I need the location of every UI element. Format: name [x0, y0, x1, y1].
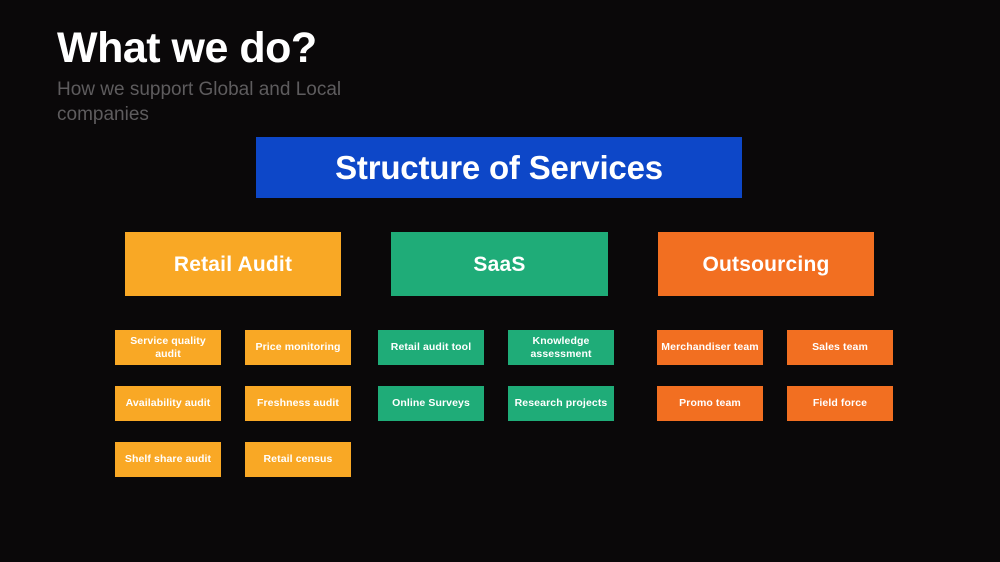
service-item-label: Knowledge assessment	[530, 335, 592, 360]
service-column-saas: SaaS Retail audit tool Knowledge assessm…	[378, 232, 614, 421]
column-items-outsourcing: Merchandiser team Sales team Promo team …	[657, 330, 895, 421]
service-item[interactable]: Promo team	[657, 386, 763, 421]
service-item-label: Service quality audit	[130, 335, 206, 360]
service-item[interactable]: Field force	[787, 386, 893, 421]
service-item-label: Retail census	[263, 453, 333, 466]
service-item[interactable]: Service quality audit	[115, 330, 221, 365]
service-item[interactable]: Shelf share audit	[115, 442, 221, 477]
banner-label: Structure of Services	[335, 149, 663, 186]
column-header-label: SaaS	[473, 252, 526, 276]
service-item[interactable]: Price monitoring	[245, 330, 351, 365]
service-item[interactable]: Sales team	[787, 330, 893, 365]
service-column-outsourcing: Outsourcing Merchandiser team Sales team…	[657, 232, 893, 421]
service-item[interactable]: Research projects	[508, 386, 614, 421]
service-column-retail-audit: Retail Audit Service quality audit Price…	[115, 232, 351, 477]
service-item-label: Promo team	[679, 397, 741, 410]
service-item-label: Freshness audit	[256, 397, 340, 410]
column-items-retail-audit: Service quality audit Price monitoring A…	[115, 330, 353, 477]
service-item-label: Merchandiser team	[661, 341, 759, 354]
service-item-label: Price monitoring	[255, 341, 341, 354]
page-subtitle: How we support Global and Local companie…	[57, 79, 342, 126]
service-item-label: Online Surveys	[392, 397, 470, 410]
column-items-saas: Retail audit tool Knowledge assessment O…	[378, 330, 616, 421]
header-block: What we do? How we support Global and Lo…	[57, 27, 477, 127]
service-item[interactable]: Merchandiser team	[657, 330, 763, 365]
service-item[interactable]: Retail census	[245, 442, 351, 477]
service-item[interactable]: Knowledge assessment	[508, 330, 614, 365]
page-title: What we do?	[57, 24, 317, 72]
service-item-label: Availability audit	[125, 397, 211, 410]
service-item-label: Retail audit tool	[390, 341, 472, 354]
service-item[interactable]: Online Surveys	[378, 386, 484, 421]
service-item-label: Research projects	[514, 397, 608, 410]
column-header-label: Retail Audit	[173, 252, 293, 276]
service-item-label: Shelf share audit	[124, 453, 212, 466]
service-item-label: Sales team	[812, 341, 868, 354]
column-header-outsourcing[interactable]: Outsourcing	[658, 232, 874, 296]
column-header-saas[interactable]: SaaS	[391, 232, 608, 296]
structure-banner: Structure of Services	[256, 137, 742, 198]
column-header-retail-audit[interactable]: Retail Audit	[125, 232, 341, 296]
service-item[interactable]: Retail audit tool	[378, 330, 484, 365]
service-item[interactable]: Freshness audit	[245, 386, 351, 421]
service-item[interactable]: Availability audit	[115, 386, 221, 421]
column-header-label: Outsourcing	[702, 252, 830, 276]
service-item-label: Field force	[812, 397, 868, 410]
